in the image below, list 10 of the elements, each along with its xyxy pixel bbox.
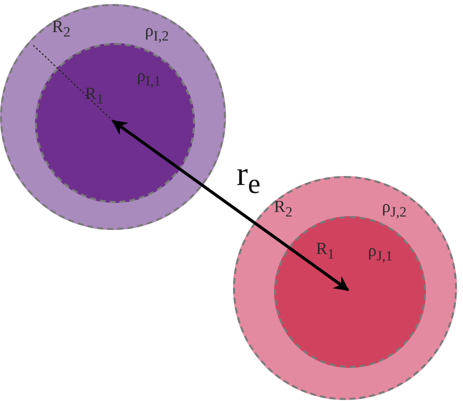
density-label: ρ$_{J,2}$ <box>382 198 407 220</box>
radius-label: R$_{1}$ <box>85 85 104 107</box>
radius-label: R$_{2}$ <box>274 198 292 220</box>
radius-label: R$_{1}$ <box>316 240 334 262</box>
density-label: ρ$_{I,1}$ <box>137 67 161 89</box>
density-label: ρ$_{I,2}$ <box>145 22 169 44</box>
edge-label: r$_{e}$ <box>236 158 260 199</box>
radius-label: R$_{2}$ <box>52 18 70 40</box>
arrow <box>112 120 350 292</box>
density-label: ρ$_{J,1}$ <box>368 242 393 264</box>
